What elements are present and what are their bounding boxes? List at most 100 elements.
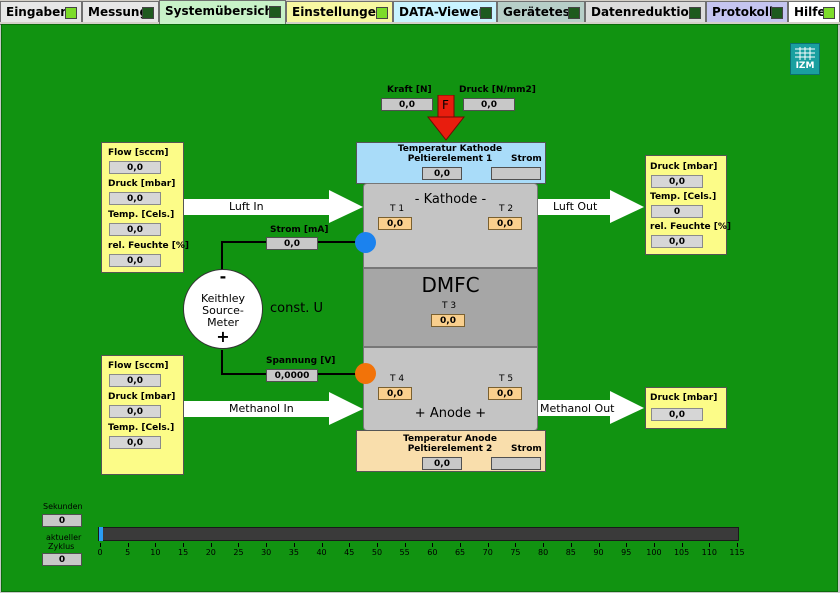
- anode-strom-label: Strom: [511, 444, 542, 454]
- tab-bar: Eingaben Messung Systemübersicht Einstel…: [0, 0, 840, 25]
- temp-label: Temp. [Cels.]: [108, 423, 175, 433]
- meter-line2: Source-: [202, 304, 244, 317]
- tab-geraetetest[interactable]: Gerätetest: [497, 1, 585, 22]
- temp-indicator: 0,0: [109, 436, 161, 449]
- anode-label: + Anode +: [414, 406, 487, 421]
- methanol-output-box: Druck [mbar] 0,0: [645, 387, 727, 429]
- tab-label: Protokoll: [712, 5, 774, 19]
- tab-messung[interactable]: Messung: [82, 1, 159, 22]
- cycle-progress-bar: [98, 527, 739, 541]
- tab-label: Einstellungen: [292, 5, 385, 19]
- t5-label: T 5: [499, 374, 514, 384]
- contact-cathode-dot: [355, 232, 376, 253]
- tab-einstellungen[interactable]: Einstellungen: [286, 1, 393, 22]
- progress-tick-label: 115: [729, 548, 745, 557]
- kraft-label: Kraft [N]: [387, 85, 432, 95]
- t5-indicator: 0,0: [488, 387, 522, 400]
- flow-label: Flow [sccm]: [108, 148, 169, 158]
- progress-tick-label: 5: [125, 548, 131, 557]
- strom-label: Strom [mA]: [270, 225, 329, 235]
- progress-start-marker: [99, 527, 103, 541]
- druck-label: Druck [mbar]: [650, 162, 718, 172]
- progress-tick: [321, 543, 323, 547]
- feuchte-label: rel. Feuchte [%]: [650, 222, 731, 232]
- anode-temp-box: Temperatur Anode Peltierelement 2 Strom …: [356, 430, 546, 472]
- progress-tick-label: 10: [150, 548, 161, 557]
- druck-indicator: 0,0: [109, 405, 161, 418]
- tab-datenreduktion[interactable]: Datenreduktion: [585, 1, 706, 22]
- led-icon: [689, 7, 701, 19]
- progress-tick: [100, 543, 101, 547]
- t1-indicator: 0,0: [378, 217, 412, 230]
- izm-logo: IZM: [790, 43, 820, 75]
- led-icon: [65, 7, 77, 19]
- progress-tick: [681, 543, 683, 547]
- force-arrow-icon: [427, 95, 465, 141]
- tab-data-viewer[interactable]: DATA-Viewer: [393, 1, 497, 22]
- progress-tick-label: 60: [427, 548, 438, 557]
- t2-indicator: 0,0: [488, 217, 522, 230]
- led-icon: [480, 7, 492, 19]
- kathode-temp-subtitle: Peltierelement 1: [407, 154, 493, 164]
- progress-tick: [293, 543, 295, 547]
- luft-in-label: Luft In: [229, 200, 264, 213]
- dmfc-cell: - Kathode - T 1 0,0 T 2 0,0 DMFC T 3 0,0…: [363, 183, 538, 431]
- progress-tick: [155, 543, 157, 547]
- logo-grid-icon: [795, 47, 815, 60]
- kathode-strom-label: Strom: [511, 154, 542, 164]
- progress-tick-label: 30: [261, 548, 272, 557]
- feuchte-indicator: 0,0: [651, 235, 703, 248]
- druck-indicator: 0,0: [651, 175, 703, 188]
- temp-indicator: 0: [651, 205, 703, 218]
- progress-tick: [432, 543, 434, 547]
- druck-nmm2-label: Druck [N/mm2]: [459, 85, 536, 95]
- tab-label: Systemübersicht: [165, 4, 279, 18]
- progress-tick: [266, 543, 268, 547]
- keithley-meter: - Keithley Source- Meter +: [183, 267, 263, 349]
- methanol-input-box: Flow [sccm] 0,0 Druck [mbar] 0,0 Temp. […: [101, 355, 184, 475]
- progress-tick: [460, 543, 462, 547]
- progress-tick-label: 90: [593, 548, 604, 557]
- kathode-block: - Kathode - T 1 0,0 T 2 0,0: [363, 183, 538, 268]
- progress-tick-label: 25: [233, 548, 244, 557]
- temp-label: Temp. [Cels.]: [650, 192, 717, 202]
- kathode-strom-indicator: [491, 167, 541, 180]
- progress-tick: [127, 543, 129, 547]
- progress-tick: [515, 543, 517, 547]
- temp-label: Temp. [Cels.]: [108, 210, 175, 220]
- progress-tick: [543, 543, 545, 547]
- anode-temp-subtitle: Peltierelement 2: [407, 444, 493, 454]
- progress-tick-label: 20: [205, 548, 216, 557]
- tab-protokoll[interactable]: Protokoll: [706, 1, 788, 22]
- led-icon: [568, 7, 580, 19]
- tab-systemuebersicht[interactable]: Systemübersicht: [159, 0, 286, 24]
- progress-tick-label: 65: [454, 548, 466, 557]
- contact-anode-dot: [355, 363, 376, 384]
- spannung-indicator: 0,0000: [266, 369, 318, 382]
- strom-indicator: 0,0: [266, 237, 318, 250]
- progress-tick: [709, 543, 711, 547]
- luft-out-label: Luft Out: [553, 200, 598, 213]
- progress-tick-label: 75: [510, 548, 521, 557]
- progress-tick-label: 110: [701, 548, 717, 557]
- druck-nmm2-indicator: 0,0: [463, 98, 515, 111]
- sekunden-label: Sekunden: [43, 502, 83, 511]
- led-icon: [142, 7, 154, 19]
- anode-block: T 4 0,0 T 5 0,0 + Anode +: [363, 347, 538, 431]
- feuchte-indicator: 0,0: [109, 254, 161, 267]
- progress-tick-label: 55: [399, 548, 410, 557]
- meter-plus: +: [216, 327, 230, 346]
- progress-tick-label: 40: [316, 548, 327, 557]
- tab-eingaben[interactable]: Eingaben: [0, 1, 82, 22]
- t3-indicator: 0,0: [431, 314, 465, 327]
- progress-tick-label: 80: [538, 548, 549, 557]
- progress-tick: [238, 543, 240, 547]
- tab-label: Messung: [88, 5, 149, 19]
- flow-indicator: 0,0: [109, 161, 161, 174]
- spannung-label: Spannung [V]: [266, 356, 336, 366]
- luft-out-arrow: [538, 190, 644, 223]
- progress-tick: [210, 543, 212, 547]
- luft-input-box: Flow [sccm] 0,0 Druck [mbar] 0,0 Temp. […: [101, 142, 189, 273]
- anode-strom-indicator: [491, 457, 541, 470]
- tab-hilfe[interactable]: Hilfe: [788, 1, 840, 22]
